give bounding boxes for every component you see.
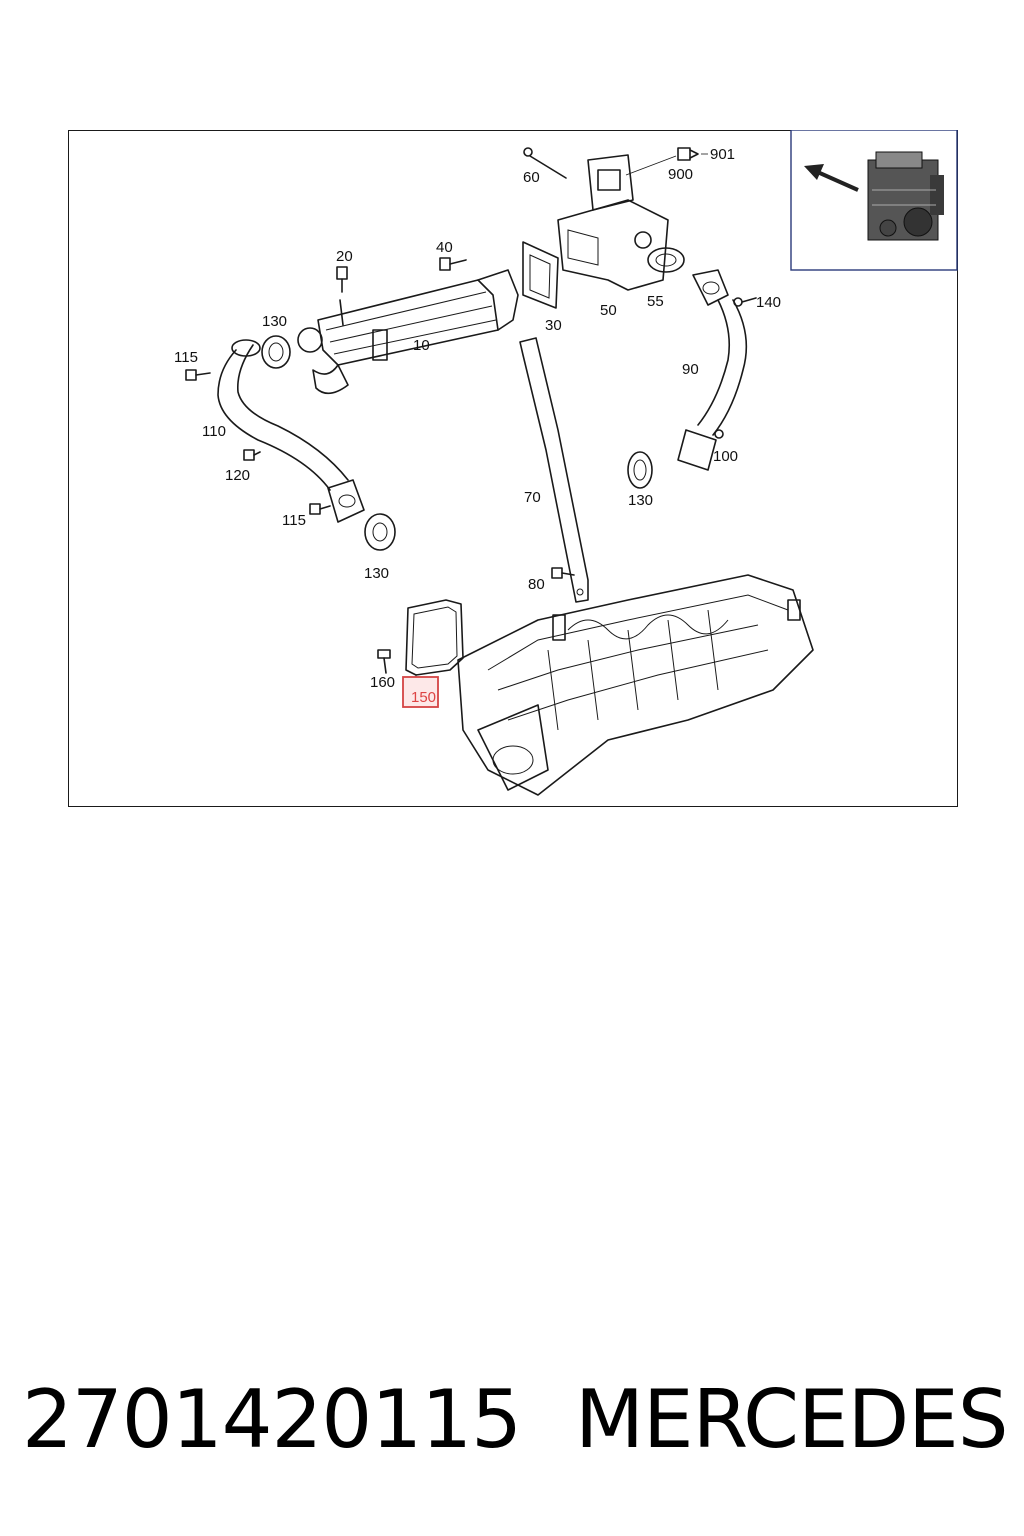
part-number: 2701420115: [22, 1373, 522, 1466]
bolt-120: [243, 449, 261, 461]
cover-plate-150: [405, 599, 464, 685]
callout-900: 900: [668, 166, 693, 183]
callout-150-highlight: 150: [402, 676, 439, 708]
callout-70: 70: [524, 489, 541, 506]
callout-115-bottom: 115: [282, 512, 306, 529]
callout-80: 80: [528, 576, 545, 593]
gasket-130-bottom: [364, 513, 396, 551]
direction-arrow-icon: [804, 164, 859, 192]
bolt-115-top: [185, 369, 211, 381]
egr-cooler: [297, 269, 519, 395]
nut-100: [714, 429, 724, 439]
callout-90: 90: [682, 361, 699, 378]
callout-110: 110: [202, 423, 226, 440]
callout-30: 30: [545, 317, 562, 334]
footer: 2701420115 MERCEDES: [0, 1372, 1024, 1468]
callout-130-bottom: 130: [364, 565, 389, 582]
callout-55: 55: [647, 293, 664, 310]
bracket-70: [519, 337, 589, 603]
bolt-160: [377, 649, 391, 674]
callout-20: 20: [336, 248, 353, 265]
pipe-90: [677, 269, 748, 471]
callout-120: 120: [225, 467, 250, 484]
intake-manifold: [457, 574, 814, 796]
callout-50: 50: [600, 302, 617, 319]
engine-inset: [790, 130, 958, 271]
callout-60: 60: [523, 169, 540, 186]
callout-130-top: 130: [262, 313, 287, 330]
callout-160: 160: [370, 674, 395, 691]
callout-115-top: 115: [174, 349, 198, 366]
egr-valve-50: [557, 154, 669, 291]
callout-labels: 10 20 30 40 50 55 60 70 80 90 100 110 11…: [174, 146, 781, 708]
pipe-110: [217, 339, 365, 523]
callout-130-right: 130: [628, 492, 653, 509]
parts-diagram: 10 20 30 40 50 55 60 70 80 90 100 110 11…: [174, 130, 958, 796]
gasket-130-right: [627, 451, 653, 489]
brand-name: MERCEDES: [575, 1373, 1009, 1466]
callout-100: 100: [713, 448, 738, 465]
callout-150: 150: [411, 689, 436, 706]
gasket-55: [647, 247, 685, 273]
bolt-20: [336, 266, 348, 293]
gasket-30: [522, 241, 559, 309]
callout-10: 10: [413, 337, 430, 354]
bolt-60: [523, 147, 567, 179]
callout-40: 40: [436, 239, 453, 256]
gasket-130-top: [261, 335, 291, 369]
bolt-115-bottom: [309, 503, 331, 515]
bolt-140: [733, 297, 757, 307]
sensor-900: [625, 147, 708, 176]
engine-thumbnail-icon: [867, 151, 944, 241]
callout-140: 140: [756, 294, 781, 311]
bolt-80: [551, 567, 575, 579]
callout-901: 901: [710, 146, 735, 163]
bolt-40: [439, 257, 467, 271]
